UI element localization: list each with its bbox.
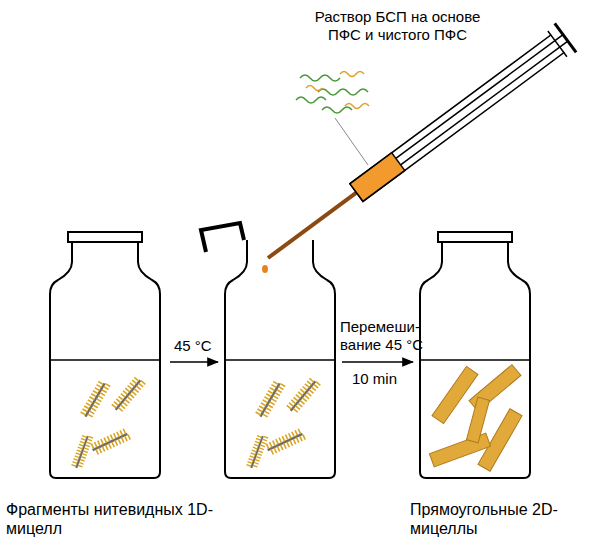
polymer-chains bbox=[296, 72, 369, 114]
vial bbox=[50, 240, 160, 478]
sample-label: Прямоугольные 2D-мицеллы bbox=[410, 500, 570, 538]
removed-cap bbox=[201, 223, 244, 252]
vial bbox=[420, 240, 530, 478]
micelles-1d bbox=[71, 376, 320, 470]
droplet bbox=[262, 265, 268, 273]
sample-label: Фрагменты нитевидных 1D-мицелл bbox=[6, 500, 236, 538]
vial-cap bbox=[438, 232, 512, 242]
process-arrow bbox=[170, 361, 218, 363]
syringe bbox=[257, 23, 576, 272]
step-label: 45 °C bbox=[174, 337, 234, 355]
process-arrow bbox=[342, 361, 413, 363]
step-label: Перемеши- вание 45 °C bbox=[340, 318, 428, 354]
vial-cap bbox=[68, 232, 142, 242]
micelles-2d bbox=[429, 365, 522, 472]
vial bbox=[225, 240, 335, 478]
step-label: 10 min bbox=[352, 370, 412, 388]
syringe-label: Раствор БСП на основе ПФС и чистого ПФС bbox=[305, 8, 490, 44]
leader-line bbox=[335, 118, 368, 165]
